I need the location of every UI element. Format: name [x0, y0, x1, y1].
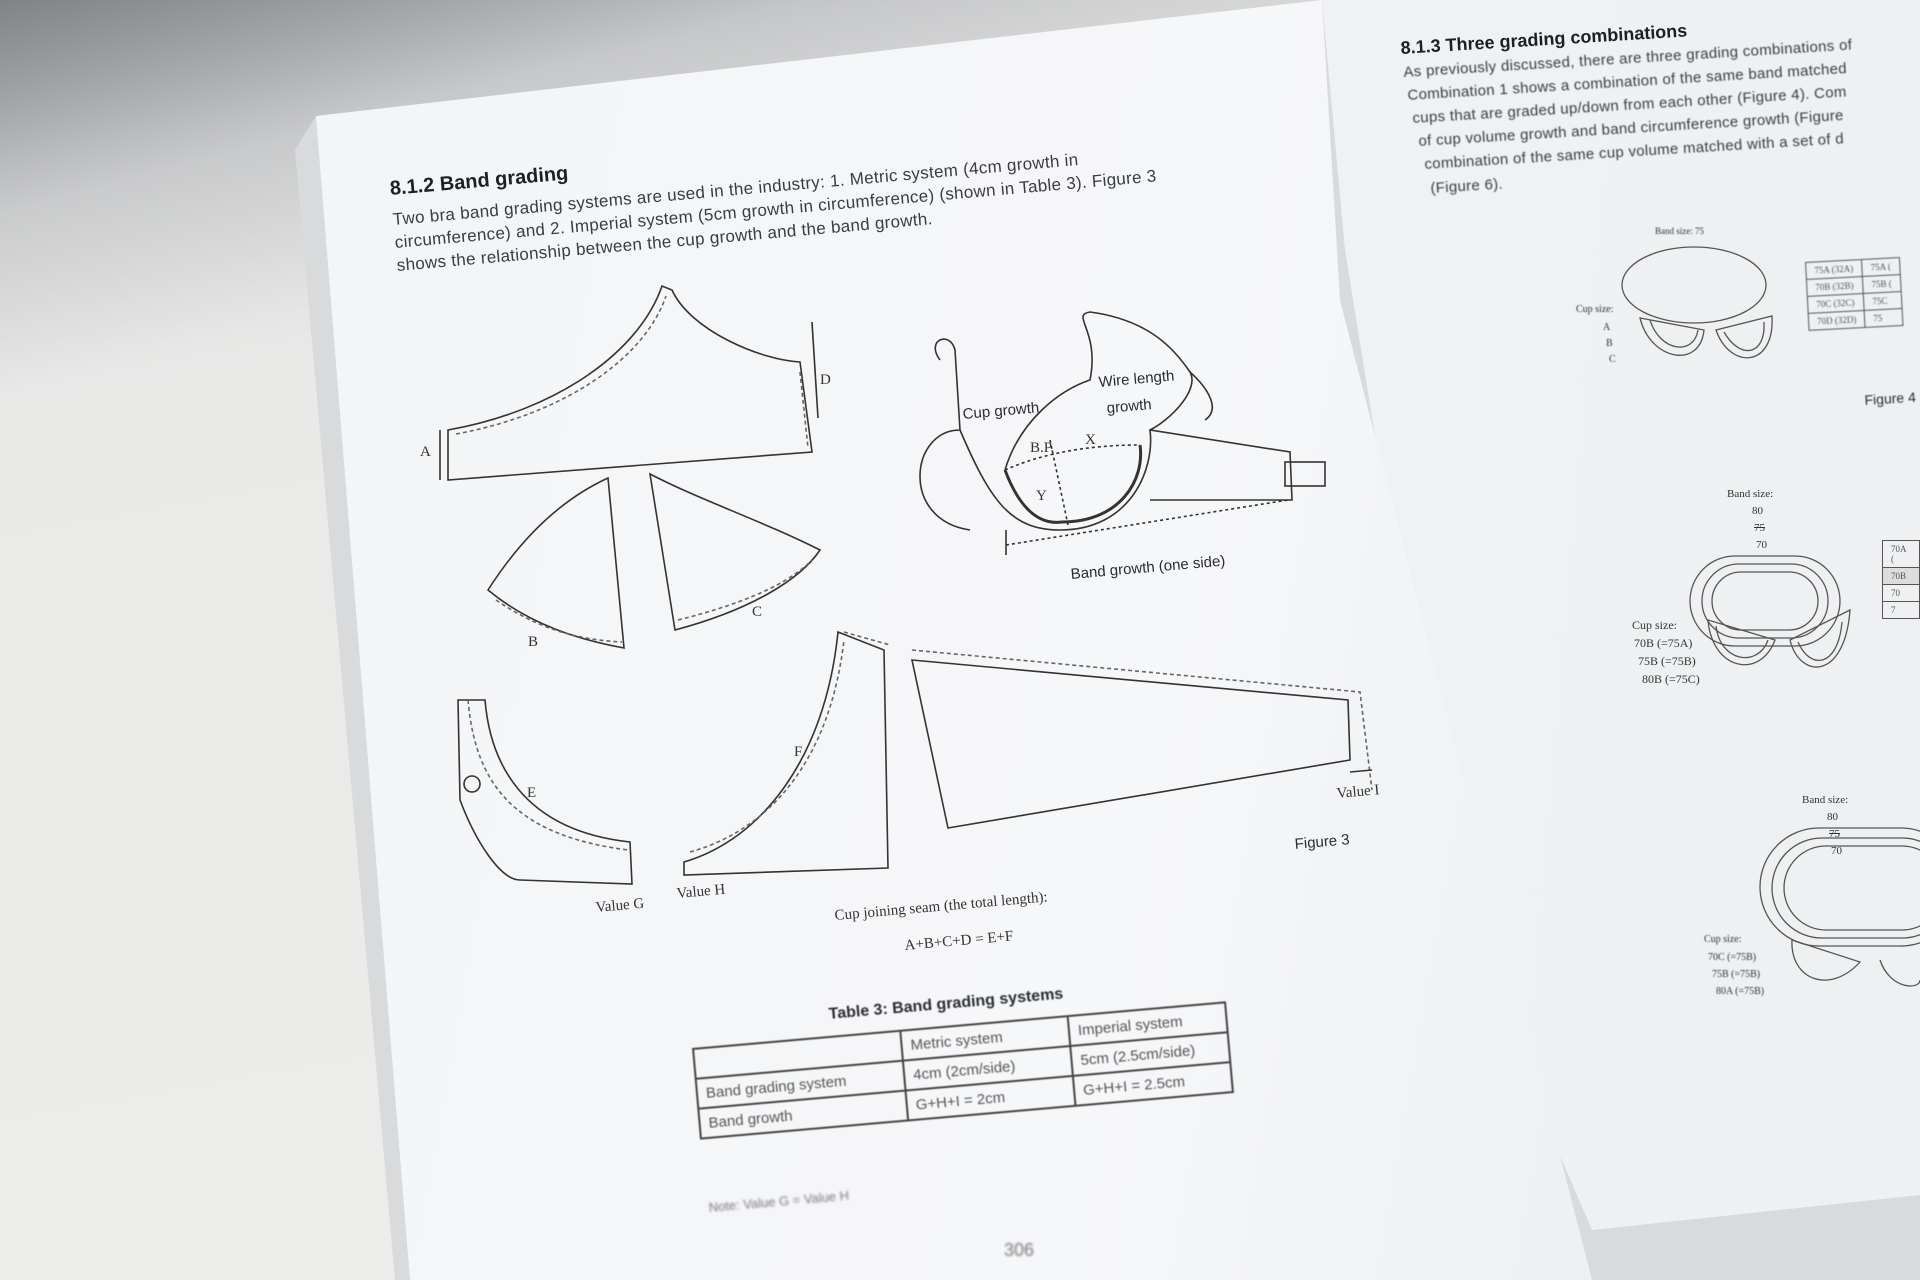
fig5-band-size: 80 — [1752, 505, 1763, 517]
fig5-cup-size: 70B (=75A) — [1634, 636, 1693, 650]
label-d: D — [820, 372, 831, 388]
label-a: A — [420, 444, 431, 460]
fig4-cup-size: C — [1609, 354, 1616, 365]
fig4-cup-size: A — [1603, 322, 1611, 333]
label-bp: B.P. — [1030, 440, 1055, 456]
fig6-band-size: 70 — [1831, 845, 1842, 857]
label-c: C — [752, 604, 763, 620]
table-cell: 75 — [1864, 308, 1903, 328]
label-e: E — [527, 785, 537, 801]
table-cell: 70D (32D) — [1808, 310, 1866, 331]
table-row: 70 — [1882, 584, 1920, 602]
table-row: 7 — [1882, 601, 1920, 619]
table-cell: 75A ( — [1861, 257, 1900, 277]
fig4-band-size: Band size: 75 — [1655, 226, 1704, 236]
fig5-cup-size-label: Cup size: — [1632, 618, 1677, 632]
table-cell: 70 — [1882, 584, 1920, 602]
table-cell: 70A ( — [1882, 540, 1920, 568]
fig4-cup-size-label: Cup size: — [1576, 304, 1614, 315]
fig5-band-size: 70 — [1756, 539, 1767, 551]
fig6-cup-size: 70C (=75B) — [1708, 952, 1757, 963]
label-b: B — [528, 634, 539, 650]
fig5-size-table: 70A ( 70B 70 7 — [1882, 540, 1920, 619]
table-cell: 75C — [1863, 291, 1902, 311]
fig5-cup-size: 75B (=75B) — [1638, 654, 1696, 668]
fig6-band-size: 75 — [1829, 828, 1840, 840]
table-row: 70A ( — [1882, 540, 1920, 568]
fig6-cup-size: 80A (=75B) — [1716, 986, 1765, 997]
table-cell: 70B — [1882, 567, 1920, 585]
fig6-band-size: 80 — [1827, 811, 1838, 823]
fig6-cup-size-label: Cup size: — [1704, 934, 1742, 945]
table-row: 70B — [1882, 567, 1920, 585]
figure-4-caption: Figure 4 — [1864, 388, 1917, 408]
fig4-cup-size: B — [1606, 338, 1613, 349]
page-number: 306 — [1004, 1240, 1035, 1260]
label-f: F — [794, 744, 803, 760]
fig5-band-size: 75 — [1754, 522, 1765, 534]
label-x: X — [1085, 432, 1096, 448]
table-cell: 75B ( — [1862, 274, 1901, 294]
fig5-band-size-label: Band size: — [1727, 488, 1774, 500]
fig6-band-size-label: Band size: — [1802, 794, 1849, 806]
fig4-size-table: 75A (32A)75A ( 70B (32B)75B ( 70C (32C)7… — [1805, 257, 1903, 331]
label-y: Y — [1036, 488, 1047, 504]
fig5-cup-size: 80B (=75C) — [1642, 672, 1700, 686]
table-cell: 7 — [1882, 601, 1920, 619]
fig6-cup-size: 75B (=75B) — [1712, 969, 1761, 980]
